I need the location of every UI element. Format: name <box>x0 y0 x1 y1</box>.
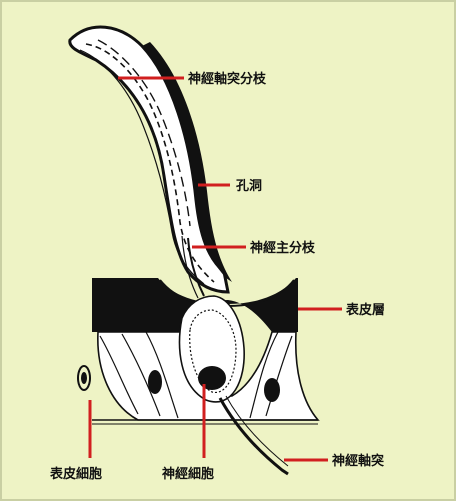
label-main-nerve-branch: 神經主分枝 <box>250 240 316 256</box>
label-axon-branch: 神經軸突分枝 <box>188 71 267 87</box>
label-nerve-cell: 神經細胞 <box>162 466 214 482</box>
cell-nucleus <box>148 370 162 394</box>
label-axon: 神經軸突 <box>332 453 384 469</box>
label-cuticle-layer: 表皮層 <box>345 302 385 318</box>
label-pore: 孔洞 <box>236 179 262 194</box>
label-epidermal-cell: 表皮細胞 <box>49 466 102 482</box>
epidermal-cell-nucleus <box>81 372 87 384</box>
nerve-cell-nucleus <box>198 366 226 390</box>
cell-nucleus <box>264 378 280 402</box>
